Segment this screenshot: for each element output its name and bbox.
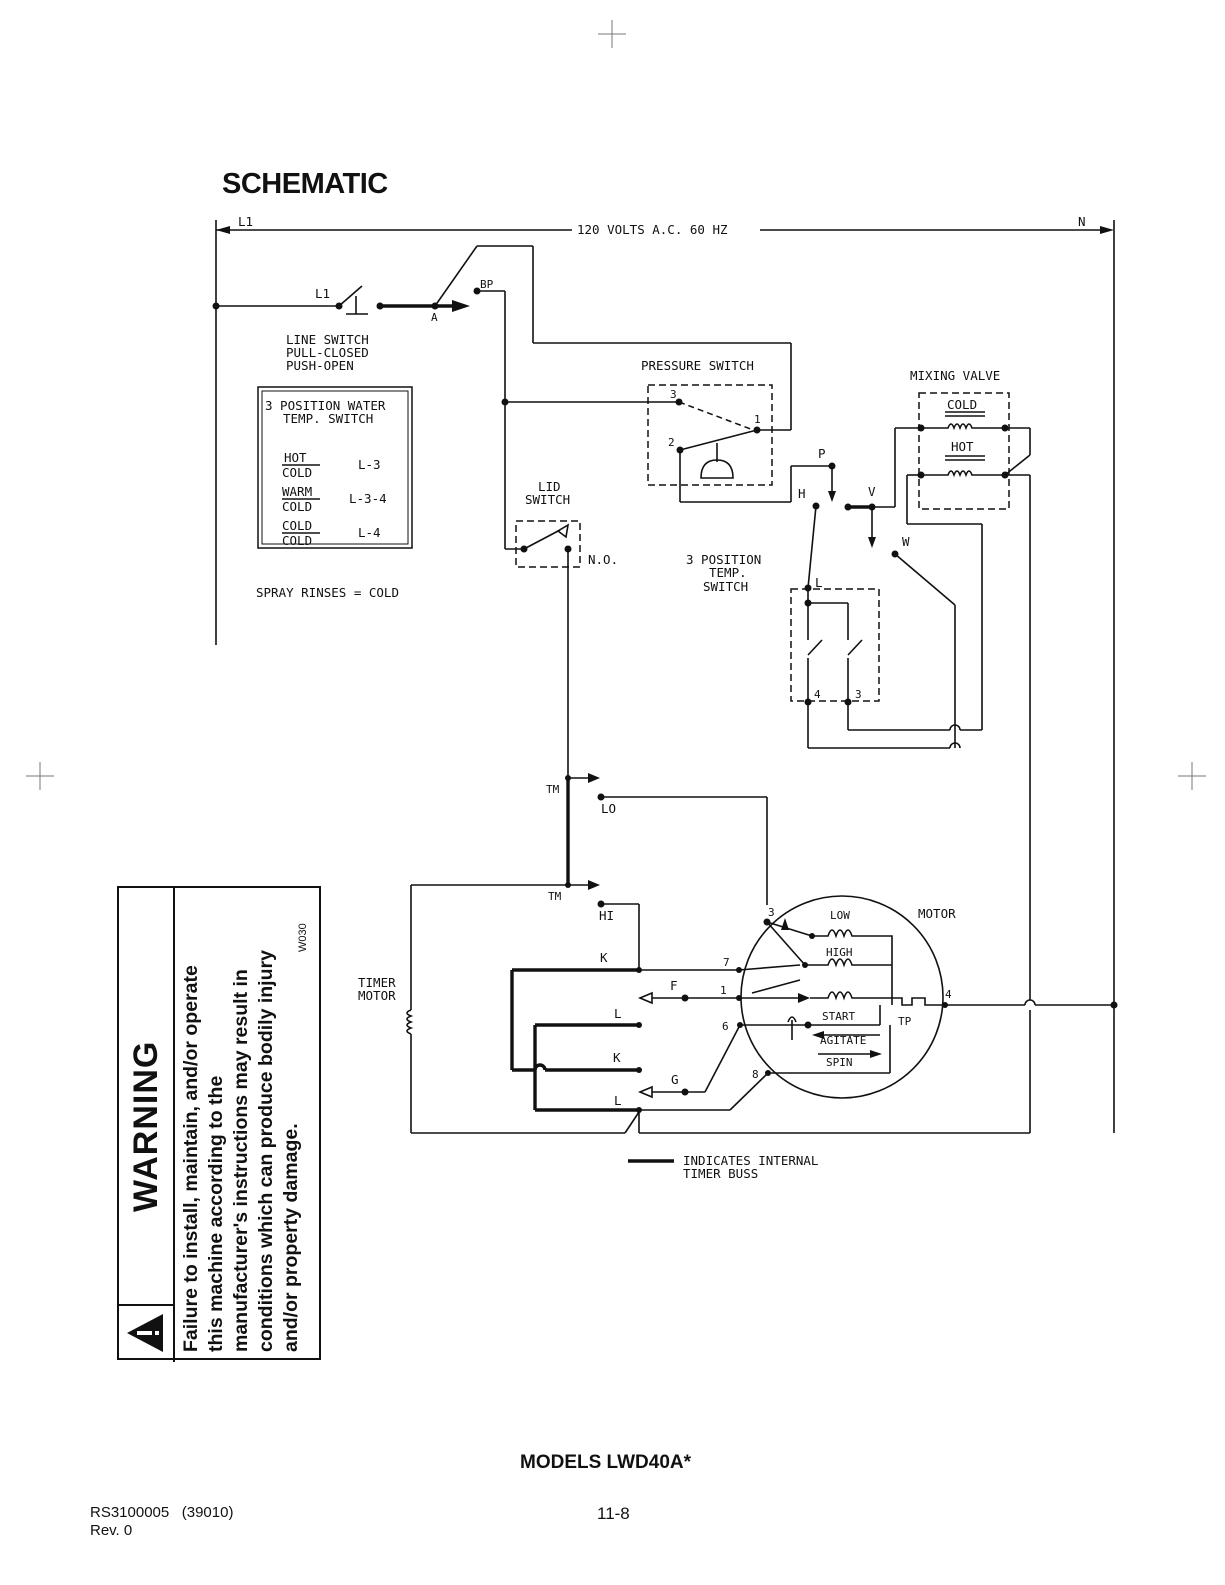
timer-k-2: K xyxy=(613,1050,621,1065)
timer-g: G xyxy=(671,1072,679,1087)
timer-l-1: L xyxy=(614,1006,622,1021)
motor-t3: 3 xyxy=(768,906,775,919)
mixing-valve-label: MIXING VALVE xyxy=(910,368,1000,383)
timer-hi: HI xyxy=(599,908,614,923)
legend-line-2: TIMER BUSS xyxy=(683,1166,758,1181)
motor-spin: SPIN xyxy=(826,1056,853,1069)
motor: MOTOR 3 LOW HIGH 7 1 TP 4 6 START xyxy=(720,895,1118,1099)
l1-label: L1 xyxy=(238,214,253,229)
line-switch-desc-3: PUSH-OPEN xyxy=(286,358,354,373)
temp-switch-w: W xyxy=(902,534,910,549)
warning-code: W030 xyxy=(297,923,309,952)
warning-line-4: conditions which can produce bodily inju… xyxy=(255,950,277,1352)
temp-switch-label-1: 3 POSITION xyxy=(686,552,761,567)
line-switch-desc-2: PULL-CLOSED xyxy=(286,345,369,360)
registration-marks xyxy=(26,20,1206,790)
lid-switch-no: N.O. xyxy=(588,552,618,567)
pressure-switch-t2: 2 xyxy=(668,436,675,449)
timer-l-2: L xyxy=(614,1093,622,1108)
mixing-valve: MIXING VALVE COLD HOT xyxy=(894,368,1031,1000)
table-row-3-bottom: COLD xyxy=(282,533,312,548)
motor-tp: TP xyxy=(898,1015,912,1028)
temp-switch-t3: 3 xyxy=(855,688,862,701)
timer-motor-label-2: MOTOR xyxy=(358,988,396,1003)
neutral-label: N xyxy=(1078,214,1086,229)
footer-page-number: 11-8 xyxy=(597,1504,630,1523)
table-row-2-bottom: COLD xyxy=(282,499,312,514)
table-row-2-top: WARM xyxy=(282,484,312,499)
temp-switch-v: V xyxy=(868,484,876,499)
timer-tm-1: TM xyxy=(546,783,560,796)
footer-ref-1: RS3100005 (39010) xyxy=(90,1504,234,1521)
motor-t8: 8 xyxy=(752,1068,759,1081)
table-title-1: 3 POSITION WATER xyxy=(265,398,386,413)
timer-f: F xyxy=(670,978,678,993)
table-row-3-value: L-4 xyxy=(358,525,381,540)
warning-line-5: and/or property damage. xyxy=(280,1123,302,1352)
warning-triangle-icon xyxy=(127,1314,163,1352)
mixing-valve-hot: HOT xyxy=(951,439,974,454)
legend: INDICATES INTERNAL TIMER BUSS xyxy=(628,1153,818,1181)
legend-line-1: INDICATES INTERNAL xyxy=(683,1153,818,1168)
motor-low: LOW xyxy=(830,909,850,922)
motor-t6: 6 xyxy=(722,1020,729,1033)
table-row-2-value: L-3-4 xyxy=(349,491,387,506)
lid-switch: LID SWITCH N.O. xyxy=(504,479,618,778)
temp-switch-l: L xyxy=(815,575,823,590)
mixing-valve-cold: COLD xyxy=(947,397,977,412)
pressure-switch-t1: 1 xyxy=(754,413,761,426)
timer-tm-2: TM xyxy=(548,890,562,903)
footer-reference: RS3100005 (39010) Rev. 0 xyxy=(90,1504,233,1540)
warning-line-2: this machine according to the xyxy=(205,1075,227,1352)
timer-lo: LO xyxy=(601,801,616,816)
supply-line: L1 120 VOLTS A.C. 60 HZ N xyxy=(215,214,1115,1133)
spray-rinses-note: SPRAY RINSES = COLD xyxy=(256,585,399,600)
motor-t1: 1 xyxy=(720,984,727,997)
motor-t7: 7 xyxy=(723,956,730,969)
line-switch: L1 A BP LINE SWITCH PULL-CLOSED PUSH-OPE… xyxy=(212,245,791,543)
line-switch-l1: L1 xyxy=(315,286,330,301)
motor-high: HIGH xyxy=(826,946,853,959)
table-row-1-value: L-3 xyxy=(358,457,381,472)
temp-switch-p: P xyxy=(818,446,826,461)
warning-line-3: manufacturer's instructions may result i… xyxy=(230,969,252,1352)
timer: TM LO TM HI K K L L F xyxy=(358,773,1031,1134)
pressure-switch-t3: 3 xyxy=(670,388,677,401)
temp-switch-t4: 4 xyxy=(814,688,821,701)
footer-ref-2: Rev. 0 xyxy=(90,1522,133,1539)
temp-switch-h: H xyxy=(798,486,806,501)
line-switch-desc-1: LINE SWITCH xyxy=(286,332,369,347)
table-row-1-bottom: COLD xyxy=(282,465,312,480)
motor-agitate: AGITATE xyxy=(820,1034,866,1047)
temp-switch-label-3: SWITCH xyxy=(703,579,748,594)
warning-box: WARNING Failure to install, maintain, an… xyxy=(117,886,321,1362)
motor-t4: 4 xyxy=(945,988,952,1001)
lid-switch-label-1: LID xyxy=(538,479,561,494)
warning-line-1: Failure to install, maintain, and/or ope… xyxy=(180,965,202,1352)
pressure-switch: PRESSURE SWITCH 1 2 3 xyxy=(501,343,836,503)
footer-model: MODELS LWD40A* xyxy=(520,1452,692,1473)
motor-label: MOTOR xyxy=(918,906,956,921)
temp-switch: 3 POSITION TEMP. SWITCH H P V W L 4 3 xyxy=(686,446,982,749)
pressure-switch-label: PRESSURE SWITCH xyxy=(641,358,754,373)
warning-text: Failure to install, maintain, and/or ope… xyxy=(179,912,304,1352)
line-switch-bp: BP xyxy=(480,278,494,291)
table-title-2: TEMP. SWITCH xyxy=(283,411,373,426)
timer-k-1: K xyxy=(600,950,608,965)
voltage-label: 120 VOLTS A.C. 60 HZ xyxy=(577,222,728,237)
motor-start: START xyxy=(822,1010,855,1023)
page-title: SCHEMATIC xyxy=(222,168,388,200)
timer-motor-label-1: TIMER xyxy=(358,975,396,990)
table-row-1-top: HOT xyxy=(284,450,307,465)
table-row-3-top: COLD xyxy=(282,518,312,533)
lid-switch-label-2: SWITCH xyxy=(525,492,570,507)
temp-switch-table: 3 POSITION WATER TEMP. SWITCH HOT COLD L… xyxy=(256,386,413,600)
temp-switch-label-2: TEMP. xyxy=(709,565,747,580)
warning-title: WARNING xyxy=(127,1040,165,1212)
line-switch-a: A xyxy=(431,311,438,324)
